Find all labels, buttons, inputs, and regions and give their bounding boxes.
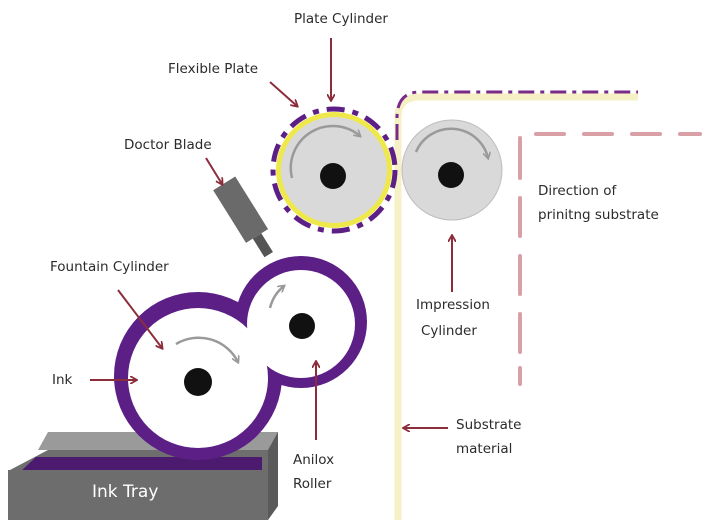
fountain-rotation-arrow — [175, 336, 238, 362]
impression-cylinder-label-line1: Impression — [416, 297, 490, 313]
doctor-blade-label: Doctor Blade — [124, 137, 212, 153]
ink-tray — [8, 470, 268, 520]
impression-axle — [438, 162, 464, 188]
ink-tray-label: Ink Tray — [92, 482, 159, 502]
flexible-plate-label: Flexible Plate — [168, 61, 259, 77]
anilox-roller-label-line2: Roller — [293, 476, 332, 492]
anilox-rotation-arrow — [268, 286, 284, 309]
plate-axle — [320, 163, 346, 189]
fountain-cylinder-arrow — [117, 289, 162, 348]
impression-rotation-arrow — [414, 127, 488, 158]
anilox-axle — [289, 313, 315, 339]
impression-cylinder-label-line2: Cylinder — [421, 323, 477, 339]
flexible-plate-ink — [270, 106, 398, 234]
substrate-label-line2: material — [456, 441, 513, 457]
fountain-axle — [184, 368, 212, 396]
doctor-blade — [213, 176, 273, 258]
ink-pool — [20, 457, 262, 472]
direction-arrows — [518, 132, 702, 386]
direction-label-line2: prinitng substrate — [538, 207, 659, 223]
doctor-blade-arrow — [205, 157, 222, 184]
flexible-plate-arrow — [269, 81, 297, 106]
anilox-roller-label-line1: Anilox — [293, 452, 335, 468]
plate-cylinder-label: Plate Cylinder — [294, 11, 388, 27]
ink-tray-side — [268, 432, 278, 520]
plate-rotation-arrow — [289, 124, 360, 179]
substrate-label-line1: Substrate — [456, 417, 522, 433]
fountain-cylinder-label: Fountain Cylinder — [50, 259, 169, 275]
ink-label: Ink — [52, 372, 73, 388]
substrate-ink-layer — [395, 90, 638, 140]
direction-label-line1: Direction of — [538, 183, 617, 199]
